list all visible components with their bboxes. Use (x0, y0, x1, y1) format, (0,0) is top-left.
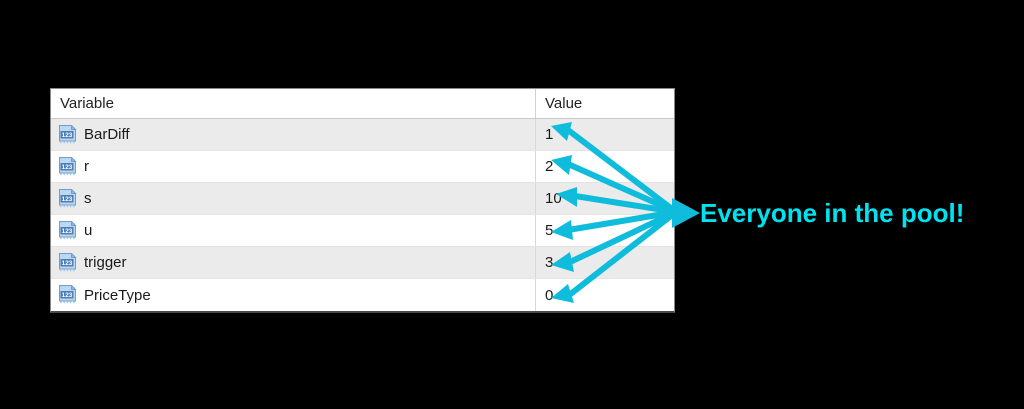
numeric-variable-icon: 123 (59, 156, 77, 176)
variable-value: 1 (545, 126, 554, 143)
variable-name: PriceType (84, 286, 151, 304)
variable-name: u (84, 222, 93, 239)
numeric-variable-icon: 123 (59, 220, 77, 240)
svg-text:123: 123 (62, 164, 73, 171)
value-cell: 2 (536, 151, 674, 182)
value-cell: 10 (536, 183, 674, 214)
variable-cell: 123 u (51, 215, 536, 246)
value-cell: 0 (536, 279, 674, 311)
variable-cell: 123 PriceType (51, 279, 536, 311)
variable-value: 5 (545, 222, 554, 239)
variable-name: r (84, 158, 89, 175)
table-row[interactable]: 123 r 2 (51, 151, 674, 183)
variable-cell: 123 BarDiff (51, 119, 536, 150)
value-cell: 5 (536, 215, 674, 246)
table-row[interactable]: 123 trigger 3 (51, 247, 674, 279)
numeric-variable-icon: 123 (59, 252, 77, 272)
table-row[interactable]: 123 s 10 (51, 183, 674, 215)
svg-text:123: 123 (62, 196, 73, 203)
variable-name: s (84, 190, 92, 207)
annotation-arrowhead-main (672, 198, 700, 228)
numeric-variable-icon: 123 (59, 285, 77, 304)
svg-text:123: 123 (62, 228, 73, 235)
variables-table: Variable Value 123 BarDiff 1 (50, 88, 675, 313)
column-header-value[interactable]: Value (545, 95, 583, 112)
variable-value: 0 (545, 286, 554, 304)
variable-cell: 123 s (51, 183, 536, 214)
variable-value: 3 (545, 254, 554, 271)
annotation-label: Everyone in the pool! (700, 198, 965, 228)
numeric-variable-icon: 123 (59, 188, 77, 208)
table-row[interactable]: 123 PriceType 0 (51, 279, 674, 311)
variable-value: 10 (545, 190, 562, 207)
variable-name: BarDiff (84, 126, 130, 143)
variable-cell: 123 trigger (51, 247, 536, 278)
variable-name: trigger (84, 254, 127, 271)
variable-cell: 123 r (51, 151, 536, 182)
variable-value: 2 (545, 158, 554, 175)
table-header-row: Variable Value (51, 89, 674, 119)
value-cell: 3 (536, 247, 674, 278)
numeric-variable-icon: 123 (59, 124, 77, 144)
svg-text:123: 123 (62, 292, 73, 299)
svg-text:123: 123 (62, 132, 73, 139)
table-row[interactable]: 123 u 5 (51, 215, 674, 247)
svg-text:123: 123 (62, 260, 73, 267)
value-cell: 1 (536, 119, 674, 150)
table-row[interactable]: 123 BarDiff 1 (51, 119, 674, 151)
column-header-variable[interactable]: Variable (51, 89, 536, 118)
